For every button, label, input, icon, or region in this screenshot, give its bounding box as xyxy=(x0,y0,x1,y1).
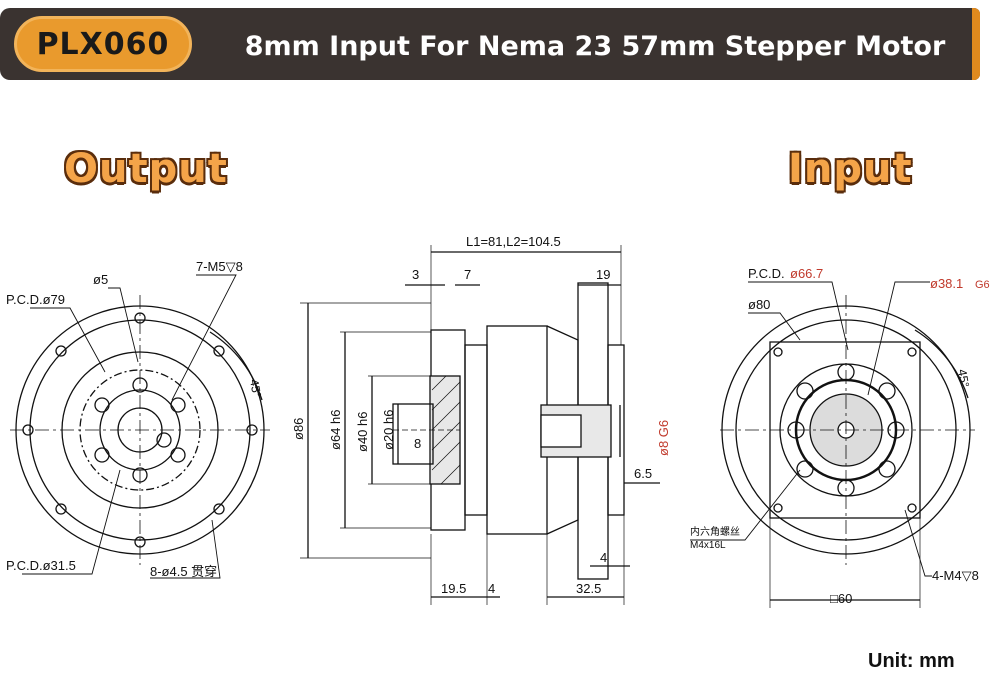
side-bore-label: ø8 G6 xyxy=(656,420,671,456)
pcd315-leader xyxy=(22,469,121,575)
through-leader xyxy=(150,519,221,579)
hatch xyxy=(431,441,461,471)
input-pcd-value: ø66.7 xyxy=(790,266,823,281)
page-title: 8mm Input For Nema 23 57mm Stepper Motor xyxy=(244,30,946,62)
side-d325-label: 32.5 xyxy=(576,581,601,596)
side-d195-label: 19.5 xyxy=(441,581,466,596)
bore-leader xyxy=(867,281,930,396)
dia5-leader xyxy=(108,287,139,363)
pcd79-leader xyxy=(30,307,106,373)
input-bore-fit: G6 xyxy=(975,279,990,291)
side-section-view xyxy=(300,245,660,605)
hatch xyxy=(440,464,461,485)
header-accent xyxy=(972,8,980,80)
input-section-title: Input xyxy=(788,146,913,192)
input-pcd-label: P.C.D. xyxy=(748,266,785,281)
tapped-hole xyxy=(170,447,186,463)
output-through-label: 8-ø4.5 贯穿 xyxy=(150,564,217,579)
output-m5-label: 7-M5▽8 xyxy=(196,259,243,274)
m4-leader xyxy=(904,509,932,577)
hatch xyxy=(431,421,461,451)
screw-hole xyxy=(796,382,814,400)
pcd-leader xyxy=(748,281,849,351)
corner-hole xyxy=(907,503,917,513)
side-d4-bottom-label: 4 xyxy=(488,581,495,596)
corner-hole xyxy=(907,347,917,357)
screw-hole xyxy=(878,460,896,478)
hatch xyxy=(431,401,461,431)
corner-hole xyxy=(773,503,783,513)
outer-hole xyxy=(213,345,225,357)
dia80-leader xyxy=(748,312,801,341)
input-flange-view xyxy=(690,281,975,608)
side-d8-label: 8 xyxy=(414,436,421,451)
input-angle-label: 45° xyxy=(955,368,972,388)
model-name: PLX060 xyxy=(36,26,170,62)
side-dia20-label: ø20 h6 xyxy=(381,410,396,450)
side-d65-label: 6.5 xyxy=(634,466,652,481)
output-pcd315-label: P.C.D.ø31.5 xyxy=(6,558,76,573)
screw-leader xyxy=(690,469,801,541)
tapped-hole xyxy=(170,397,186,413)
output-pcd79-label: P.C.D.ø79 xyxy=(6,292,65,307)
screw-hole xyxy=(796,460,814,478)
input-bore xyxy=(540,414,582,448)
flange-step xyxy=(464,344,488,516)
side-d19-label: 19 xyxy=(596,267,610,282)
unit-label: Unit: mm xyxy=(868,650,955,672)
model-badge: PLX060 xyxy=(14,16,192,72)
input-bore-label: ø38.1 xyxy=(930,276,963,291)
tapped-hole xyxy=(94,447,110,463)
input-screw-note: 内六角螺丝 xyxy=(690,525,740,538)
output-flange-view xyxy=(10,274,270,579)
hatch xyxy=(431,381,461,411)
side-dia64-label: ø64 h6 xyxy=(328,410,343,450)
outer-hole xyxy=(55,503,67,515)
output-section-title: Output xyxy=(64,146,228,192)
outer-hole xyxy=(213,503,225,515)
side-dia86-label: ø86 xyxy=(291,418,306,440)
angle-arc xyxy=(914,329,969,399)
screw-hole xyxy=(878,382,896,400)
input-dia80-label: ø80 xyxy=(748,297,770,312)
side-d4-top-label: 4 xyxy=(600,550,607,565)
side-d3-label: 3 xyxy=(412,267,419,282)
input-square-label: □60 xyxy=(830,591,852,606)
housing xyxy=(486,325,548,535)
output-angle-label: 45° xyxy=(247,378,264,398)
output-shaft xyxy=(392,403,434,465)
hatch xyxy=(431,375,447,391)
m5-leader xyxy=(171,274,237,401)
input-tapped-label: 4-M4▽8 xyxy=(932,568,979,583)
side-d7-label: 7 xyxy=(464,267,471,282)
corner-hole xyxy=(773,347,783,357)
side-length-label: L1=81,L2=104.5 xyxy=(466,234,561,249)
input-screw-size: M4x16L xyxy=(690,540,726,551)
outer-hole xyxy=(55,345,67,357)
tapped-hole xyxy=(94,397,110,413)
side-dia40-label: ø40 h6 xyxy=(355,412,370,452)
output-dia5-label: ø5 xyxy=(93,272,108,287)
angle-arc xyxy=(209,331,263,401)
tapped-hole xyxy=(156,432,172,448)
